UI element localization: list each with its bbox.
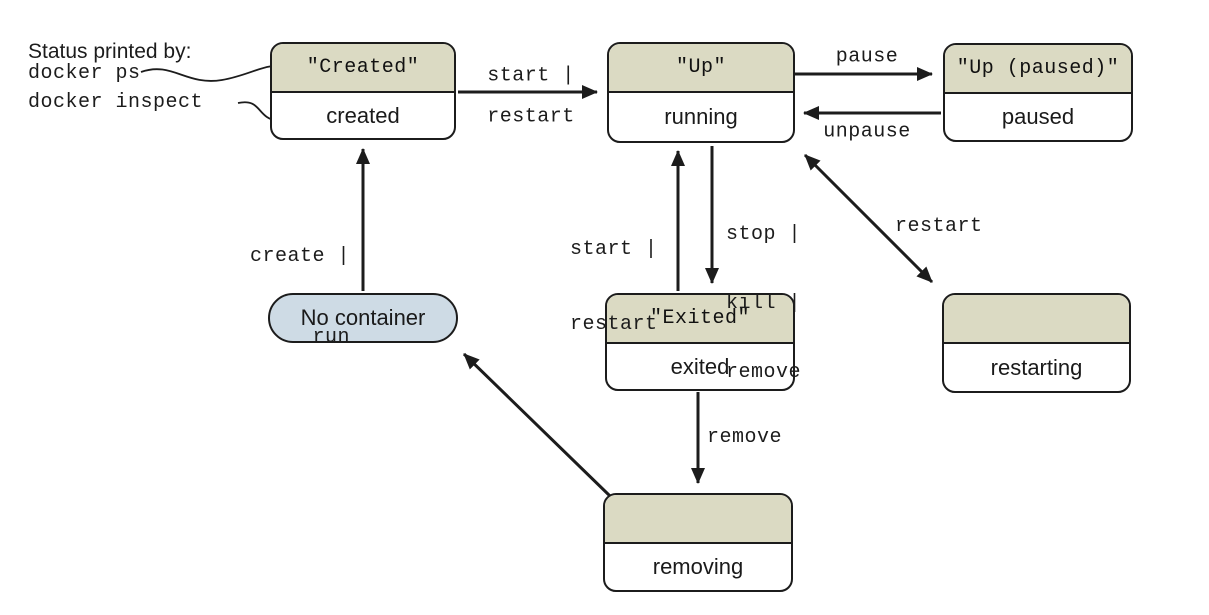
label-unpause: unpause [823, 120, 911, 144]
state-restarting: restarting [942, 293, 1131, 393]
label-start-restart-mid-line2: restart [570, 313, 658, 336]
state-created-status: created [326, 102, 400, 128]
annotation-command-docker-ps: docker ps [28, 62, 141, 85]
label-stop-kill-remove: stop | kill | remove [726, 177, 801, 430]
state-restarting-status: restarting [990, 354, 1083, 380]
annotation-title: Status printed by: [28, 40, 192, 63]
state-created: "Created" created [270, 42, 456, 140]
label-create-run-line1: create | [249, 245, 350, 268]
state-exited-title: "Exited" [607, 295, 793, 344]
label-start-restart-top-line1: start | [487, 64, 575, 88]
label-create-run: create | run [200, 189, 350, 405]
label-create-run-line2: run [312, 326, 350, 349]
label-start-restart-mid-line1: start | [570, 238, 658, 261]
label-pause: pause [835, 45, 899, 69]
state-paused-status: paused [1001, 104, 1075, 129]
label-start-restart-top-line2: restart [487, 105, 575, 129]
state-paused-title: "Up (paused)" [945, 45, 1131, 94]
state-exited-status: exited [670, 353, 730, 379]
label-start-restart-mid: start | restart [570, 187, 658, 387]
label-kill: kill | [726, 292, 802, 315]
state-restarting-title [944, 295, 1129, 344]
state-no-container: No container [268, 293, 458, 343]
annotation-command-docker-inspect: docker inspect [28, 91, 204, 114]
state-running: "Up" running [607, 42, 795, 143]
state-removing-title [605, 495, 791, 544]
label-remove: remove [707, 426, 783, 449]
label-restart-diagonal: restart [895, 215, 983, 238]
state-removing: removing [603, 493, 793, 592]
arrow-restart-diagonal [803, 153, 934, 284]
state-exited: "Exited" exited [605, 293, 795, 391]
label-stop: stop | [726, 223, 802, 246]
label-remove-alt: remove [726, 361, 802, 384]
state-removing-status: removing [652, 554, 744, 579]
state-running-status: running [664, 104, 738, 129]
pointer-to-created-title [140, 59, 285, 82]
state-running-title: "Up" [609, 44, 793, 93]
state-paused: "Up (paused)" paused [943, 43, 1133, 142]
arrow-removing-to-nocontainer [462, 352, 612, 498]
state-created-title: "Created" [272, 44, 454, 93]
